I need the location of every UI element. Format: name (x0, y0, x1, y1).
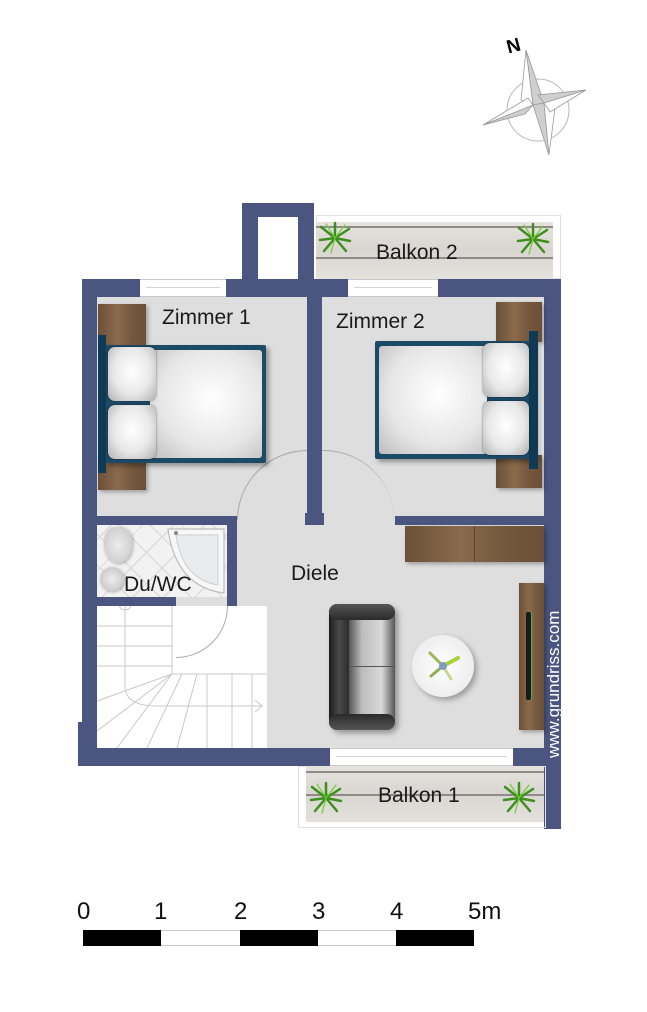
wall-left (82, 279, 97, 749)
wall-zimmer2-bottom (395, 516, 545, 525)
wall-bath-bottom (97, 597, 176, 606)
balcony-1-label: Balkon 1 (378, 784, 460, 807)
wall-partition-rooms (307, 279, 322, 519)
scale-tick-1: 1 (154, 898, 168, 925)
scale-tick-3: 3 (312, 898, 326, 925)
wall-top-right (438, 279, 560, 297)
tv-stand (519, 583, 544, 730)
flower-decoration-icon (428, 651, 460, 681)
balcony-2-label: Balkon 2 (376, 241, 458, 264)
duvet (150, 350, 262, 458)
watermark: www.grundriss.com (544, 610, 563, 758)
wall-shaft-left (242, 203, 258, 281)
sofa-arm-bottom (329, 714, 395, 730)
corner-shower-icon (167, 528, 225, 594)
headboard (98, 335, 106, 473)
scale-tick-5: 5m (468, 898, 502, 925)
wall-bottom-left (78, 748, 330, 766)
scale-segment-white (318, 930, 396, 946)
scale-tick-2: 2 (234, 898, 248, 925)
balcony-2: Balkon 2 (316, 222, 553, 278)
balcony-1: Balkon 1 (306, 766, 544, 822)
scale-segment-black (240, 930, 318, 946)
tv-icon (526, 612, 531, 700)
scale-tick-4: 4 (390, 898, 404, 925)
sofa (329, 604, 395, 730)
plant-icon (516, 222, 550, 255)
sofa-seam (349, 666, 395, 667)
window-zimmer-2 (348, 279, 438, 297)
sideboard-divider (474, 526, 475, 562)
pillow (108, 347, 156, 401)
compass-rose-icon (482, 50, 587, 156)
wall-bath-right (227, 516, 237, 606)
wall-shaft-top (242, 203, 314, 217)
scale-tick-0: 0 (77, 898, 91, 925)
wall-partition-stub (305, 513, 324, 525)
nightstand-zimmer1-bottom (98, 458, 146, 490)
bed-zimmer-1 (98, 335, 266, 473)
sink-icon (100, 567, 124, 591)
zimmer-1-label: Zimmer 1 (162, 306, 251, 329)
pillow (483, 343, 529, 397)
plant-icon (502, 781, 536, 814)
scale-segment-black (83, 930, 161, 946)
wall-zimmer1-bottom (97, 516, 237, 525)
headboard (529, 331, 538, 469)
coffee-table (412, 635, 474, 697)
window-zimmer-1 (140, 279, 226, 297)
bed-zimmer-2 (375, 331, 538, 469)
plant-icon (309, 781, 343, 814)
duvet (379, 346, 487, 454)
scale-segment-white (161, 930, 240, 946)
wall-top-mid (226, 279, 348, 297)
pillow (108, 405, 156, 459)
sofa-backrest (329, 604, 349, 730)
plant-icon (318, 221, 352, 254)
diele-label: Diele (291, 562, 339, 585)
window-diele (330, 748, 513, 766)
staircase (97, 606, 267, 748)
wall-right (544, 279, 561, 829)
wall-bottom-right (513, 748, 561, 766)
sofa-arm-top (329, 604, 395, 620)
scale-segment-black (396, 930, 474, 946)
compass: N (478, 35, 588, 156)
zimmer-2-label: Zimmer 2 (336, 310, 425, 333)
wall-shaft-right (298, 203, 314, 281)
pillow (483, 401, 529, 455)
nightstand-zimmer1-top (98, 304, 146, 346)
bath-label: Du/WC (124, 573, 192, 596)
bidet-icon (104, 527, 132, 563)
